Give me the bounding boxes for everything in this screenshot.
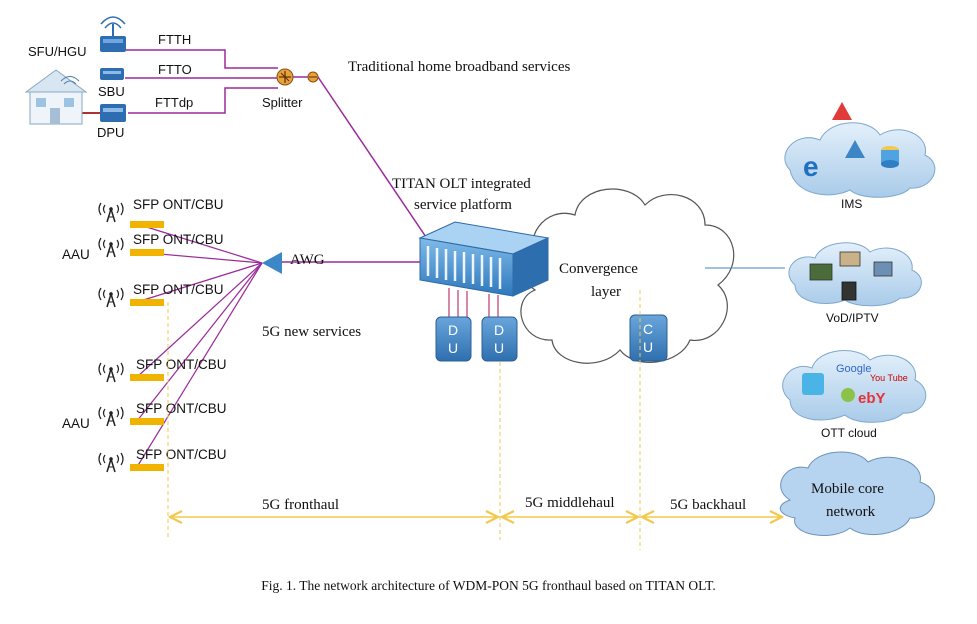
ims-red-triangle-icon	[832, 102, 852, 120]
fronthaul-label: 5G fronthaul	[262, 497, 339, 513]
sfp-module	[130, 221, 164, 228]
sfp-module	[130, 464, 164, 471]
dpu-icon	[100, 104, 126, 122]
fttdp-label: FTTdp	[155, 95, 193, 110]
ont-label: SFP ONT/CBU	[133, 232, 224, 247]
antenna-tower-icon	[98, 362, 124, 383]
ebay-icon: ebY	[858, 390, 886, 407]
aau-label: AAU	[62, 416, 90, 431]
ftth-fiber	[122, 49, 278, 69]
vod-label: VoD/IPTV	[826, 311, 879, 325]
awg-label: AWG	[290, 252, 325, 268]
sfp-module	[130, 249, 164, 256]
figure-caption: Fig. 1. The network architecture of WDM-…	[261, 578, 716, 593]
du-letter-d: D	[448, 322, 458, 338]
android-icon	[841, 388, 855, 402]
twitter-icon	[802, 373, 824, 395]
ims-label: IMS	[841, 197, 862, 211]
ont-label: SFP ONT/CBU	[136, 357, 227, 372]
mobile-core-cloud: Mobile core network	[780, 451, 935, 536]
convergence-label-line1: Convergence	[559, 261, 638, 277]
ims-cloud: e IMS	[784, 102, 936, 211]
sfp-module	[130, 418, 164, 425]
database-icon	[881, 146, 899, 168]
du-box-1: D U	[435, 316, 472, 362]
sfp-module	[130, 374, 164, 381]
video-thumbnail-icon	[839, 251, 861, 267]
tv-icon	[841, 281, 857, 301]
youtube-icon: You Tube	[870, 373, 908, 383]
core-label-line2: network	[826, 504, 876, 520]
sbu-label: SBU	[98, 84, 125, 99]
olt-label-line2: service platform	[414, 197, 512, 213]
olt-label-line1: TITAN OLT integrated	[392, 176, 531, 192]
ont-row: SFP ONT/CBU	[98, 197, 224, 228]
splitter-label: Splitter	[262, 95, 303, 110]
du-letter-u: U	[494, 340, 504, 356]
du-box-2: D U	[481, 316, 518, 362]
ont-label: SFP ONT/CBU	[133, 282, 224, 297]
convergence-cloud: Convergence layer	[520, 188, 735, 364]
cu-letter-c: C	[643, 321, 653, 337]
middlehaul-label: 5G middlehaul	[525, 495, 615, 511]
awg-triangle-icon	[262, 252, 282, 274]
awg-to-ont-fibers	[136, 223, 263, 468]
ont-label: SFP ONT/CBU	[133, 197, 224, 212]
fttdp-fiber	[128, 87, 278, 114]
router-icon	[100, 16, 126, 52]
video-thumbnail-icon	[873, 261, 893, 277]
sfp-module	[130, 299, 164, 306]
ims-triangle-icon	[845, 140, 865, 158]
ie-icon: e	[803, 151, 819, 182]
aau-label: AAU	[62, 247, 90, 262]
traditional-services-label: Traditional home broadband services	[348, 59, 570, 75]
google-icon: Google	[836, 363, 871, 375]
sfu-label: SFU/HGU	[28, 44, 87, 59]
ont-row: SFP ONT/CBU AAU	[62, 232, 224, 262]
du-letter-u: U	[448, 340, 458, 356]
ont-row: SFP ONT/CBU	[98, 282, 224, 308]
ont-row: SFP ONT/CBU	[98, 447, 227, 473]
antenna-tower-icon	[98, 452, 124, 473]
home-broadband-section: SFU/HGU SBU DPU FTTH FTTO FTTdp	[24, 16, 570, 241]
backhaul-label: 5G backhaul	[670, 497, 746, 513]
ont-row: SFP ONT/CBU	[98, 357, 227, 383]
ont-row: SFP ONT/CBU AAU	[62, 401, 227, 431]
antenna-tower-icon	[98, 406, 124, 427]
video-thumbnail-icon	[809, 263, 833, 281]
home-to-olt-fiber	[317, 76, 429, 241]
antenna-tower-icon	[98, 237, 124, 258]
olt-to-du-fibers	[448, 288, 499, 318]
ftth-label: FTTH	[158, 32, 191, 47]
ftto-label: FTTO	[158, 62, 192, 77]
antenna-tower-icon	[98, 202, 124, 223]
ont-label: SFP ONT/CBU	[136, 447, 227, 462]
span-boundary-lines	[167, 290, 641, 550]
sbu-icon	[100, 68, 124, 80]
house-icon	[24, 69, 88, 125]
convergence-label-line2: layer	[591, 284, 621, 300]
cu-letter-u: U	[643, 339, 653, 355]
dpu-label: DPU	[97, 125, 124, 140]
vod-cloud: VoD/IPTV	[788, 242, 922, 325]
du-letter-d: D	[494, 322, 504, 338]
antenna-tower-icon	[98, 287, 124, 308]
ott-cloud: Google You Tube ebY OTT cloud	[782, 350, 927, 440]
ott-label: OTT cloud	[821, 426, 877, 440]
cu-box: C U	[629, 314, 668, 362]
new-services-label: 5G new services	[262, 324, 361, 340]
ont-label: SFP ONT/CBU	[136, 401, 227, 416]
core-label-line1: Mobile core	[811, 481, 884, 497]
coupler-icon	[307, 71, 319, 83]
splitter-icon	[276, 68, 294, 86]
titan-olt-device	[418, 221, 550, 297]
